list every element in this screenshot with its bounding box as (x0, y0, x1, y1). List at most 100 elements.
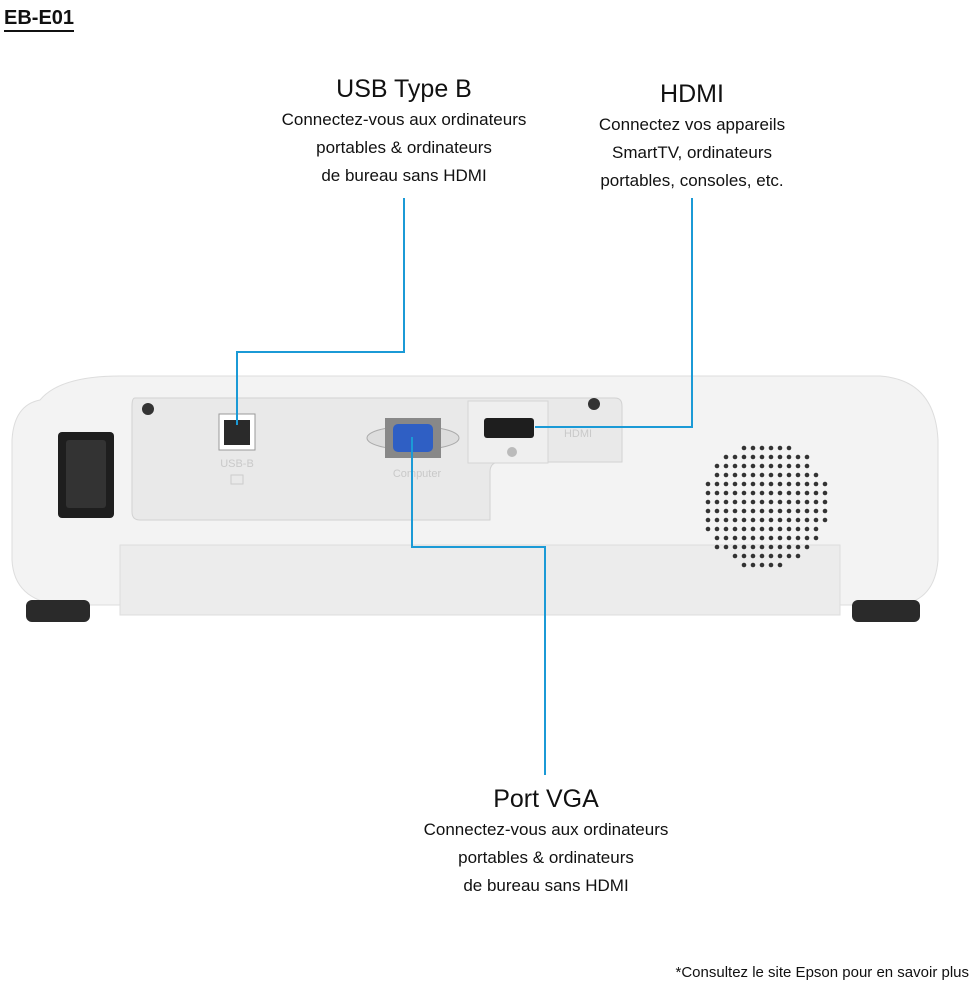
usb-leader-line (236, 198, 405, 425)
grille-hole (786, 526, 792, 532)
usb-port-label: USB-B (220, 458, 254, 470)
grille-hole (732, 517, 738, 523)
grille-hole (786, 472, 792, 478)
grille-hole (723, 508, 729, 514)
grille-hole (786, 544, 792, 550)
grille-hole (777, 445, 783, 451)
grille-hole (822, 490, 828, 496)
grille-hole (786, 499, 792, 505)
grille-hole (714, 535, 720, 541)
grille-hole (804, 544, 810, 550)
grille-hole (786, 490, 792, 496)
grille-hole (777, 490, 783, 496)
grille-hole (723, 535, 729, 541)
grille-hole (705, 517, 711, 523)
grille-hole (741, 445, 747, 451)
grille-hole (723, 481, 729, 487)
grille-hole (741, 463, 747, 469)
grille-hole (804, 490, 810, 496)
grille-hole (759, 499, 765, 505)
grille-hole (786, 481, 792, 487)
hdmi-heading: HDMI (660, 80, 724, 108)
grille-hole (741, 517, 747, 523)
grille-hole (804, 463, 810, 469)
grille-hole (795, 454, 801, 460)
grille-hole (813, 535, 819, 541)
grille-hole (732, 481, 738, 487)
grille-hole (786, 517, 792, 523)
grille-hole (705, 499, 711, 505)
vga-heading: Port VGA (493, 785, 599, 813)
grille-hole (768, 454, 774, 460)
grille-hole (768, 562, 774, 568)
grille-hole (804, 454, 810, 460)
grille-hole (741, 562, 747, 568)
hdmi-callout: HDMI Connectez vos appareils SmartTV, or… (522, 79, 862, 195)
grille-hole (768, 445, 774, 451)
usb-desc-line: de bureau sans HDMI (321, 166, 487, 185)
grille-hole (714, 544, 720, 550)
grille-hole (795, 544, 801, 550)
grille-hole (714, 526, 720, 532)
grille-hole (732, 553, 738, 559)
right-foot (852, 600, 920, 622)
grille-hole (750, 508, 756, 514)
vga-leader-line (411, 437, 546, 775)
speaker-grille (705, 445, 828, 568)
grille-hole (777, 463, 783, 469)
grille-hole (741, 481, 747, 487)
grille-hole (750, 517, 756, 523)
grille-hole (714, 490, 720, 496)
grille-hole (822, 517, 828, 523)
grille-hole (750, 445, 756, 451)
grille-hole (714, 517, 720, 523)
grille-hole (822, 499, 828, 505)
left-foot (26, 600, 90, 622)
grille-hole (723, 463, 729, 469)
grille-hole (759, 535, 765, 541)
grille-hole (759, 472, 765, 478)
vga-desc-line: portables & ordinateurs (458, 848, 634, 867)
grille-hole (795, 490, 801, 496)
grille-hole (714, 481, 720, 487)
grille-hole (750, 499, 756, 505)
grille-hole (786, 454, 792, 460)
grille-hole (768, 499, 774, 505)
grille-hole (732, 526, 738, 532)
grille-hole (750, 472, 756, 478)
grille-hole (714, 472, 720, 478)
grille-hole (777, 508, 783, 514)
hdmi-leader-line (535, 198, 693, 428)
grille-hole (750, 544, 756, 550)
grille-hole (768, 481, 774, 487)
grille-hole (741, 472, 747, 478)
grille-hole (723, 499, 729, 505)
grille-hole (732, 544, 738, 550)
grille-hole (804, 535, 810, 541)
grille-hole (777, 454, 783, 460)
grille-hole (786, 535, 792, 541)
grille-hole (741, 499, 747, 505)
grille-hole (786, 445, 792, 451)
grille-hole (732, 508, 738, 514)
grille-hole (741, 454, 747, 460)
lower-panel (119, 544, 841, 616)
grille-hole (759, 508, 765, 514)
grille-hole (795, 481, 801, 487)
grille-hole (750, 481, 756, 487)
hdmi-port-label: HDMI (564, 428, 592, 440)
grille-hole (777, 517, 783, 523)
grille-hole (759, 454, 765, 460)
grille-hole (804, 508, 810, 514)
grille-hole (732, 472, 738, 478)
grille-hole (759, 544, 765, 550)
grille-hole (795, 535, 801, 541)
grille-hole (741, 553, 747, 559)
usb-heading: USB Type B (336, 75, 472, 103)
grille-hole (768, 490, 774, 496)
grille-hole (732, 490, 738, 496)
grille-hole (741, 535, 747, 541)
vga-desc-line: de bureau sans HDMI (463, 876, 629, 895)
